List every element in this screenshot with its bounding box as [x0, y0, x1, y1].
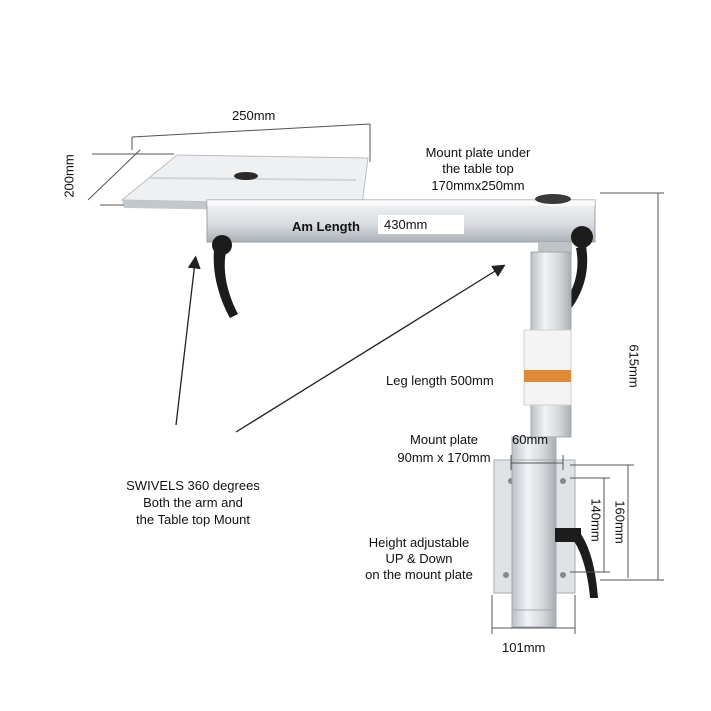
mount-plate-top-line2: the table top	[442, 161, 514, 176]
height-adjust-line3: on the mount plate	[365, 567, 473, 582]
mount-plate-line1: Mount plate	[410, 432, 478, 447]
arm-length-label: Am Length	[292, 219, 360, 234]
height-adjust-line1: Height adjustable	[368, 535, 470, 550]
mount-plate-line2: 90mm x 170mm	[397, 450, 491, 465]
dim-140-label: 140mm	[588, 498, 604, 542]
swivels-line3: the Table top Mount	[136, 512, 250, 527]
height-adjust-lever	[555, 528, 598, 598]
dim-top-width: 250mm	[232, 108, 276, 123]
total-height-label: 615mm	[626, 344, 642, 388]
height-adjust-line2: UP & Down	[385, 551, 453, 566]
dim-160-label: 160mm	[612, 500, 628, 544]
swivel-arrows	[175, 255, 506, 433]
dimension-lines	[87, 123, 664, 634]
dim-101-label: 101mm	[502, 640, 546, 655]
dim-60-label: 60mm	[512, 432, 549, 447]
arm-length-value: 430mm	[378, 215, 464, 234]
swivels-line1: SWIVELS 360 degrees	[126, 478, 260, 493]
wall-mount-plate	[493, 459, 576, 611]
leg-length-label: Leg length 500mm	[386, 373, 494, 388]
mount-plate-top-line1: Mount plate under	[425, 145, 531, 160]
mount-plate-top-line3: 170mmx250mm	[431, 178, 525, 193]
swivels-line2: Both the arm and	[143, 495, 243, 510]
locking-lever-handle-right	[563, 226, 593, 310]
locking-lever-handle-left	[212, 235, 238, 318]
dim-top-depth: 200mm	[61, 154, 77, 198]
